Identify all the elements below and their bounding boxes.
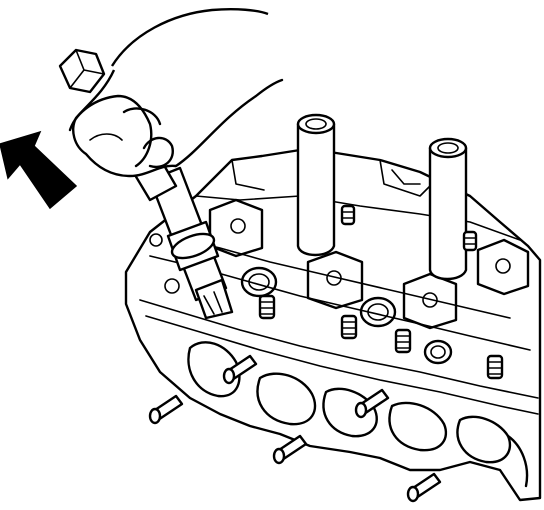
manifold-studs xyxy=(148,354,442,503)
valve-stem xyxy=(462,230,478,252)
valve-stem xyxy=(394,328,412,354)
valve-stem xyxy=(486,354,504,380)
stud xyxy=(272,434,308,465)
valve-seats xyxy=(240,266,453,365)
direction-arrow xyxy=(0,130,78,210)
stud xyxy=(222,354,258,385)
stud xyxy=(406,472,442,503)
valve-stem xyxy=(340,204,356,226)
removal-tool xyxy=(58,48,234,320)
valve-stem xyxy=(258,294,276,320)
valve-stems xyxy=(258,204,504,380)
hand xyxy=(68,8,284,178)
guide-sleeves xyxy=(296,113,468,281)
stud xyxy=(354,388,390,419)
intake-ports xyxy=(187,341,529,488)
valve-stem xyxy=(340,314,358,340)
stud xyxy=(148,394,184,425)
